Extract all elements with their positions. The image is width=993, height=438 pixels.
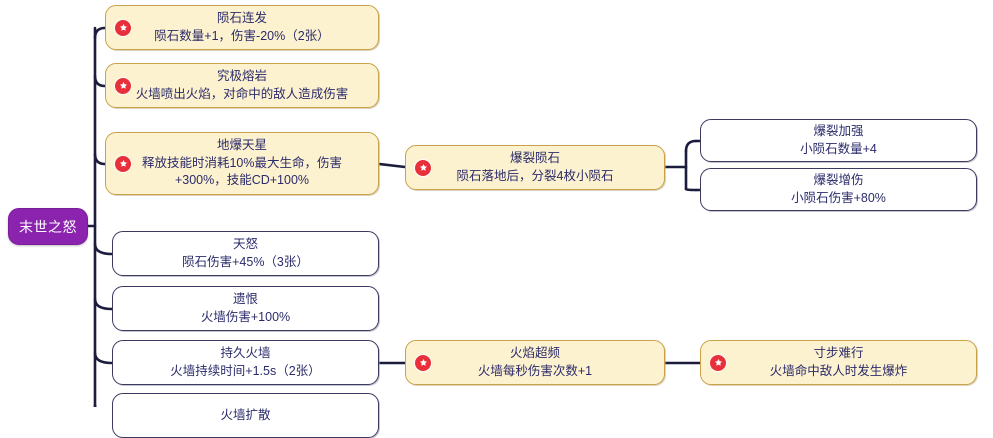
skill-card-title: 地爆天星 (216, 137, 267, 152)
skill-card-body: 寸步难行火墙命中敌人时发生爆炸 (701, 345, 976, 381)
skill-card[interactable]: 爆裂陨石陨石落地后，分裂4枚小陨石 (405, 145, 665, 190)
skill-card-description: 陨石数量+1，伤害-20%（2张） (154, 28, 330, 43)
skill-card-title: 爆裂增伤 (813, 172, 864, 187)
skill-card-description: 火墙持续时间+1.5s（2张） (170, 363, 321, 378)
star-badge-icon (115, 155, 131, 172)
skill-card-body: 火焰超频火墙每秒伤害次数+1 (406, 345, 664, 381)
skill-card-description: 小陨石伤害+80% (791, 190, 886, 205)
skill-card-body: 遗恨火墙伤害+100% (113, 291, 378, 327)
skill-card-title: 爆裂陨石 (509, 150, 560, 165)
star-badge-icon (415, 354, 431, 371)
skill-card-description: 释放技能时消耗10%最大生命，伤害 +300%，技能CD+100% (141, 155, 343, 188)
star-badge-icon (115, 77, 131, 94)
skill-card-description: 陨石落地后，分裂4枚小陨石 (456, 168, 614, 183)
skill-card[interactable]: 持久火墙火墙持续时间+1.5s（2张） (112, 340, 379, 385)
star-badge-icon (415, 159, 431, 176)
skill-card-description: 火墙喷出火焰，对命中的敌人造成伤害 (135, 86, 349, 101)
skill-card-body: 爆裂加强小陨石数量+4 (701, 123, 976, 159)
skill-card-body: 究极熔岩火墙喷出火焰，对命中的敌人造成伤害 (106, 68, 378, 104)
skill-card-title: 爆裂加强 (813, 123, 864, 138)
skill-card-body: 爆裂陨石陨石落地后，分裂4枚小陨石 (406, 150, 664, 186)
skill-card-title: 持久火墙 (220, 345, 271, 360)
skill-card-body: 持久火墙火墙持续时间+1.5s（2张） (113, 345, 378, 381)
skill-card[interactable]: 火墙扩散 (112, 393, 379, 438)
skill-card[interactable]: 天怒陨石伤害+45%（3张） (112, 231, 379, 276)
skill-card[interactable]: 爆裂增伤小陨石伤害+80% (700, 168, 977, 211)
skill-card-body: 火墙扩散 (113, 407, 378, 425)
skill-card[interactable]: 地爆天星释放技能时消耗10%最大生命，伤害 +300%，技能CD+100% (105, 132, 379, 195)
skill-card-title: 寸步难行 (813, 345, 864, 360)
star-badge-icon (710, 354, 726, 371)
skill-card-body: 爆裂增伤小陨石伤害+80% (701, 172, 976, 208)
skill-card[interactable]: 爆裂加强小陨石数量+4 (700, 119, 977, 162)
mindmap-canvas: 末世之怒 陨石连发陨石数量+1，伤害-20%（2张） 究极熔岩火墙喷出火焰，对命中… (8, 5, 977, 438)
skill-card[interactable]: 火焰超频火墙每秒伤害次数+1 (405, 340, 665, 385)
skill-card-title: 天怒 (232, 236, 258, 251)
skill-card-title: 遗恨 (232, 291, 258, 306)
skill-card-title: 陨石连发 (216, 10, 267, 25)
skill-card[interactable]: 寸步难行火墙命中敌人时发生爆炸 (700, 340, 977, 385)
skill-card-body: 地爆天星释放技能时消耗10%最大生命，伤害 +300%，技能CD+100% (106, 137, 378, 190)
skill-card-title: 火焰超频 (509, 345, 560, 360)
skill-card-body: 天怒陨石伤害+45%（3张） (113, 236, 378, 272)
skill-card-body: 陨石连发陨石数量+1，伤害-20%（2张） (106, 10, 378, 46)
skill-card-description: 小陨石数量+4 (800, 141, 877, 156)
root-node[interactable]: 末世之怒 (8, 208, 88, 245)
skill-card-title: 究极熔岩 (216, 68, 267, 83)
skill-card[interactable]: 遗恨火墙伤害+100% (112, 286, 379, 331)
star-badge-icon (115, 19, 131, 36)
skill-card-description: 陨石伤害+45%（3张） (182, 254, 309, 269)
skill-card[interactable]: 陨石连发陨石数量+1，伤害-20%（2张） (105, 5, 379, 50)
root-node-label: 末世之怒 (19, 218, 77, 235)
skill-card[interactable]: 究极熔岩火墙喷出火焰，对命中的敌人造成伤害 (105, 63, 379, 108)
skill-card-description: 火墙命中敌人时发生爆炸 (769, 363, 908, 378)
skill-card-description: 火墙每秒伤害次数+1 (477, 363, 593, 378)
skill-card-title: 火墙扩散 (220, 407, 271, 422)
skill-card-description: 火墙伤害+100% (200, 309, 291, 324)
